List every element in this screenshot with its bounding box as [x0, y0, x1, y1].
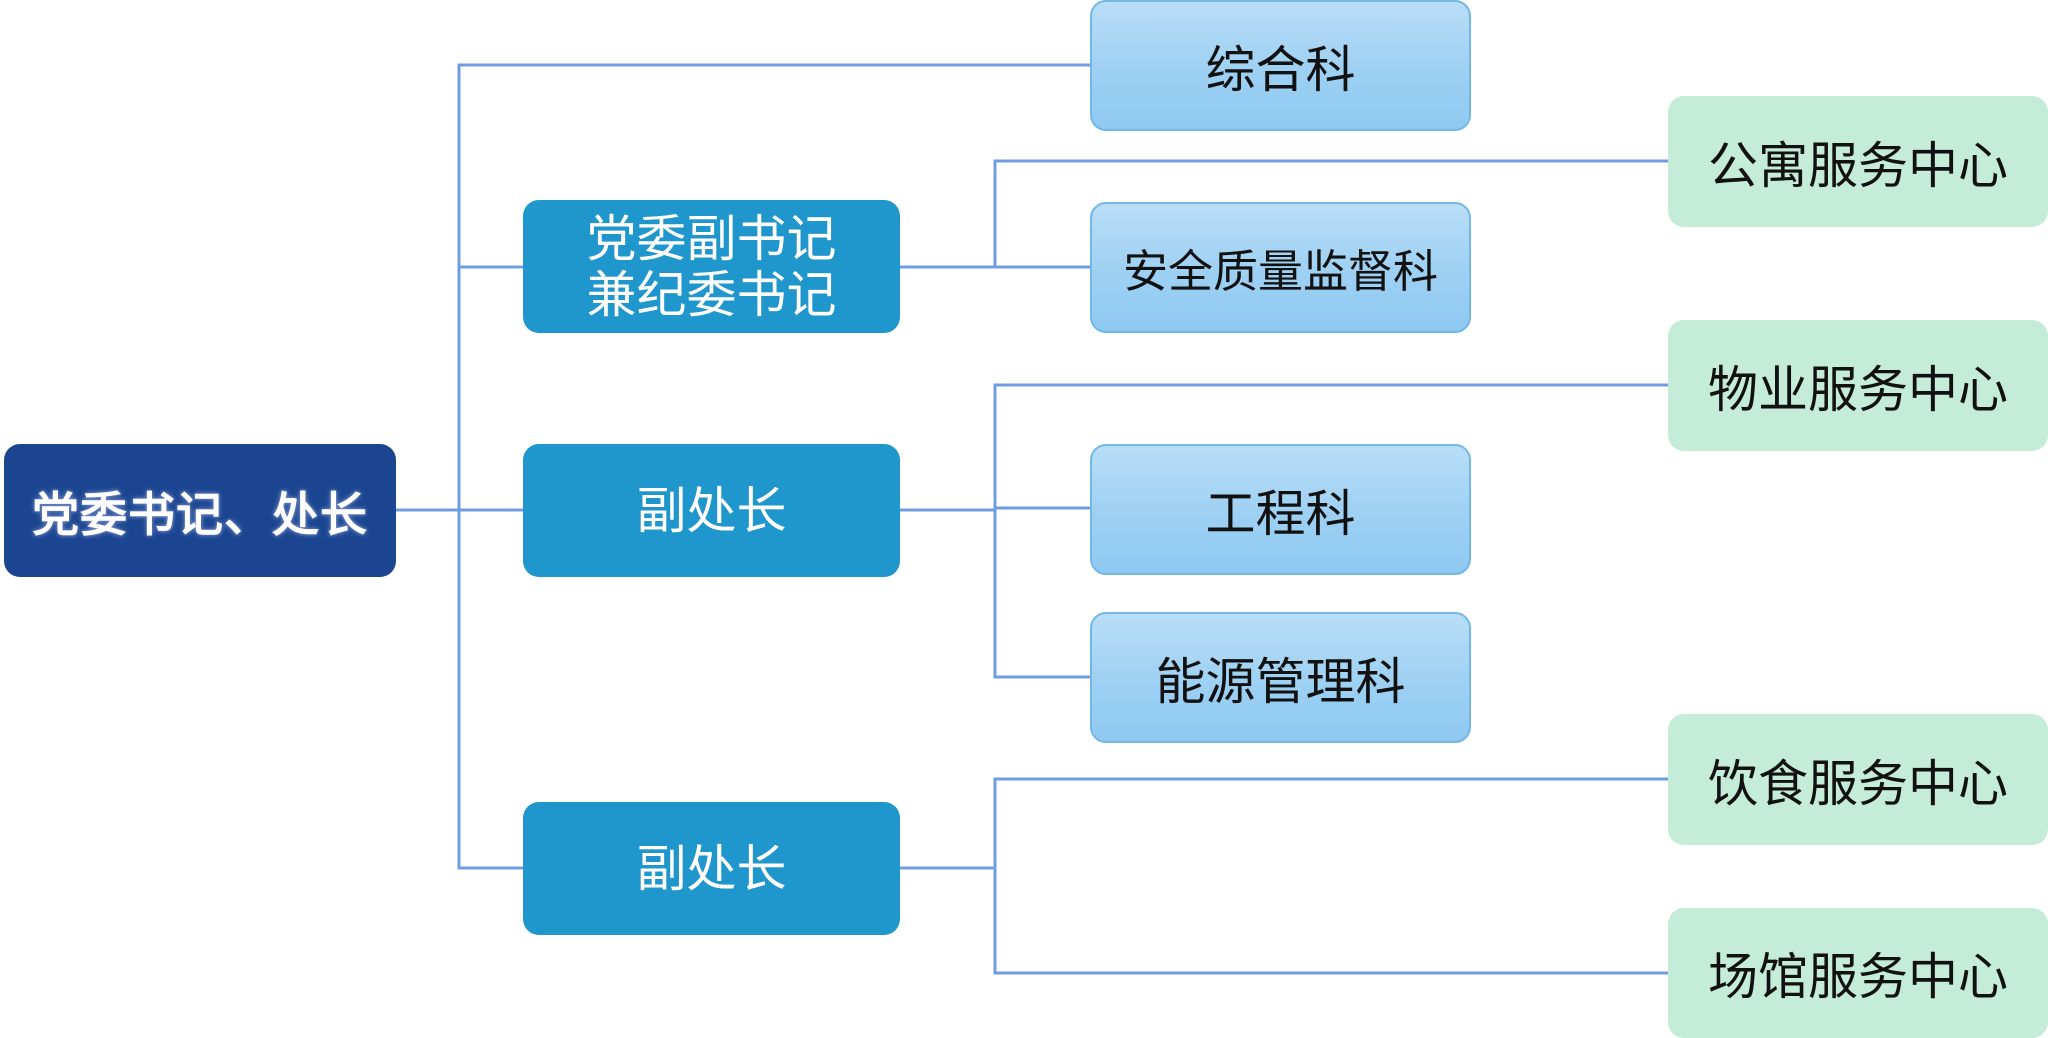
section-node-anquan-label: 安全质量监督科	[1122, 245, 1438, 298]
root-node: 党委书记、处长	[4, 444, 396, 577]
deputy-node-1-label: 党委副书记 兼纪委书记	[586, 209, 837, 324]
deputy-node-2-label: 副处长	[636, 481, 787, 540]
center-node-gongyu: 公寓服务中心	[1668, 96, 2048, 227]
deputy-node-2: 副处长	[523, 444, 900, 577]
root-node-label: 党委书记、处长	[32, 488, 368, 543]
center-node-wuye: 物业服务中心	[1668, 320, 2048, 451]
deputy-node-3-label: 副处长	[636, 839, 787, 898]
center-node-yinshi: 饮食服务中心	[1668, 714, 2048, 845]
section-node-zonghe-label: 综合科	[1205, 40, 1356, 99]
center-node-changguan-label: 场馆服务中心	[1708, 948, 2008, 1006]
section-node-nengyuan: 能源管理科	[1090, 612, 1471, 743]
center-node-yinshi-label: 饮食服务中心	[1708, 754, 2008, 813]
deputy-node-3: 副处长	[523, 802, 900, 935]
center-node-wuye-label: 物业服务中心	[1708, 360, 2008, 419]
section-node-anquan: 安全质量监督科	[1090, 202, 1471, 333]
deputy-node-1: 党委副书记 兼纪委书记	[523, 200, 900, 333]
center-node-changguan: 场馆服务中心	[1668, 908, 2048, 1038]
section-node-gongcheng: 工程科	[1090, 444, 1471, 575]
center-node-gongyu-label: 公寓服务中心	[1708, 136, 2008, 195]
section-node-nengyuan-label: 能源管理科	[1155, 652, 1406, 711]
section-node-gongcheng-label: 工程科	[1205, 484, 1356, 543]
section-node-zonghe: 综合科	[1090, 0, 1471, 131]
